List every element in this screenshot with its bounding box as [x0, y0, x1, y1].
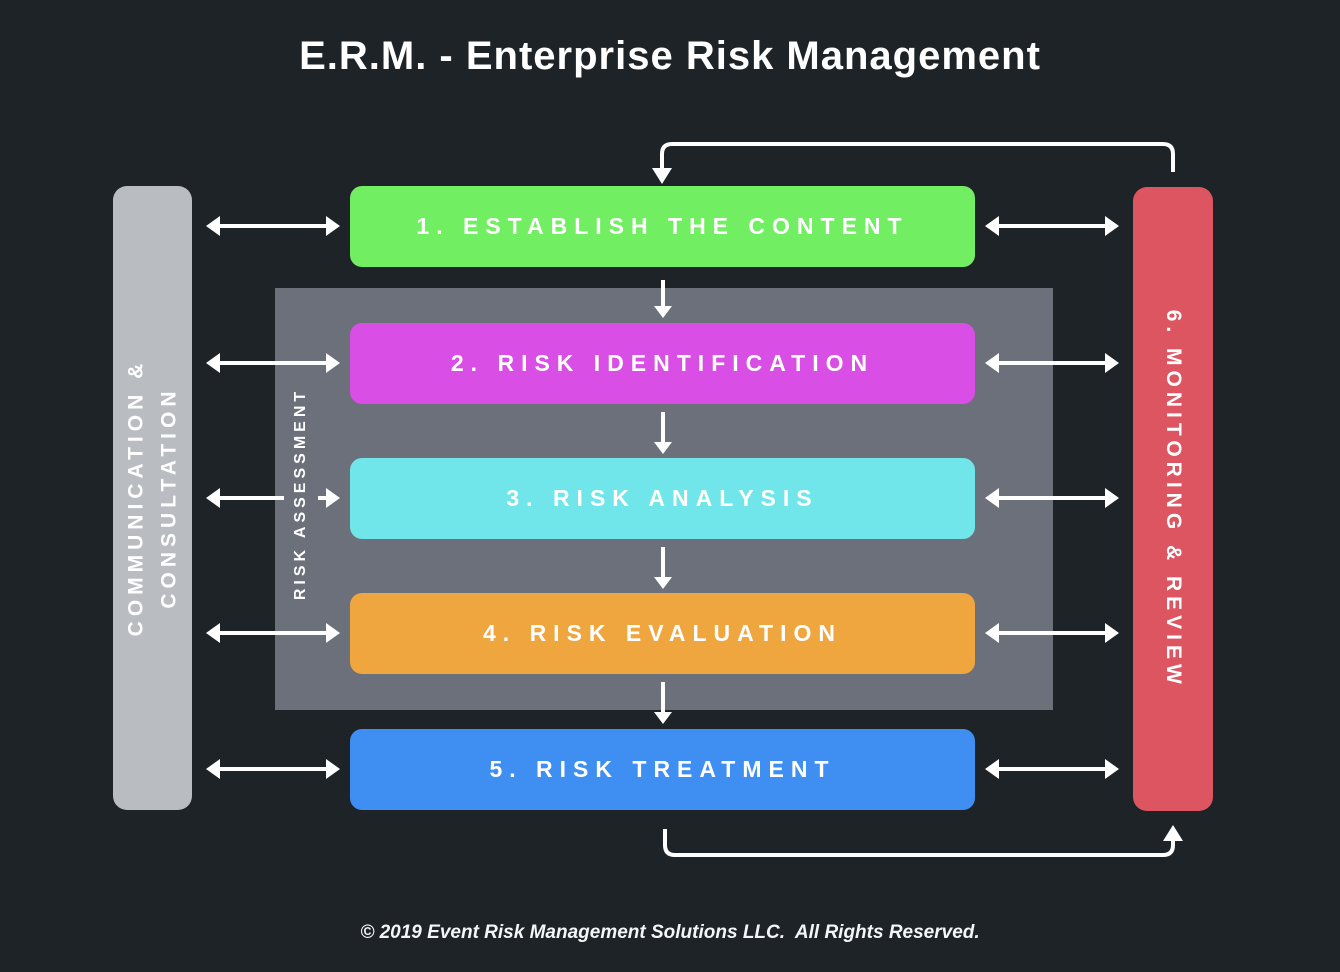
communication-consultation-bar: COMMUNICATION & CONSULTATION — [113, 186, 192, 810]
arrow-right-row1 — [985, 216, 1119, 236]
arrowhead-up-icon — [1163, 825, 1183, 841]
step-risk-analysis: 3. RISK ANALYSIS — [350, 458, 975, 539]
step-establish-the-content: 1. ESTABLISH THE CONTENT — [350, 186, 975, 267]
monitoring-review-label: 6. MONITORING & REVIEW — [1162, 309, 1186, 689]
arrow-left-row2 — [206, 353, 340, 373]
arrow-right-row4 — [985, 623, 1119, 643]
page-title: E.R.M. - Enterprise Risk Management — [299, 34, 1041, 78]
arrow-left-row4 — [206, 623, 340, 643]
arrowhead-down-icon — [652, 168, 672, 184]
risk-assessment-label: RISK ASSESSMENT — [284, 373, 318, 615]
arrow-right-row5 — [985, 759, 1119, 779]
step-risk-treatment: 5. RISK TREATMENT — [350, 729, 975, 810]
arrow-left-row1 — [206, 216, 340, 236]
flow-arrow-step4-step5 — [654, 682, 672, 724]
arrow-left-row5 — [206, 759, 340, 779]
flow-arrow-step1-step2 — [654, 280, 672, 318]
monitoring-review-bar: 6. MONITORING & REVIEW — [1133, 187, 1213, 811]
copyright-text: © 2019 Event Risk Management Solutions L… — [360, 922, 980, 943]
communication-consultation-label: COMMUNICATION & CONSULTATION — [123, 359, 180, 637]
flow-arrow-step3-step4 — [654, 547, 672, 589]
arrow-right-row2 — [985, 353, 1119, 373]
arrow-right-row3 — [985, 488, 1119, 508]
flow-arrow-step2-step3 — [654, 412, 672, 454]
feedback-arrow-bottom — [663, 825, 1183, 857]
step-risk-identification: 2. RISK IDENTIFICATION — [350, 323, 975, 404]
step-risk-evaluation: 4. RISK EVALUATION — [350, 593, 975, 674]
feedback-arrow-top — [652, 142, 1175, 184]
arrow-left-row3 — [206, 488, 340, 508]
